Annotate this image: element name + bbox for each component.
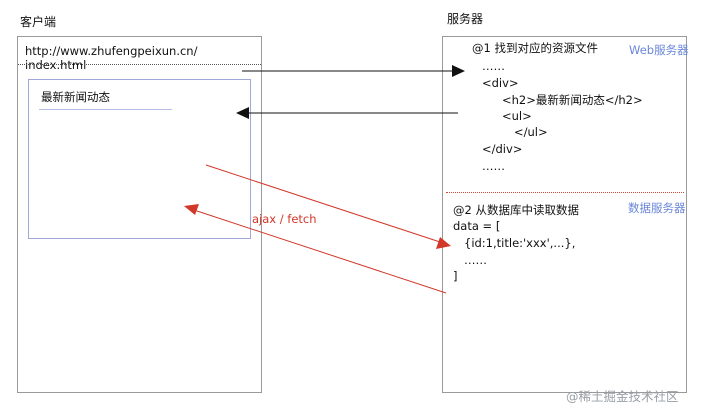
- web-server-label: Web服务器: [629, 43, 689, 57]
- url-text: http://www.zhufengpeixun.cn/ index.html: [25, 44, 198, 72]
- ajax-fetch-label: ajax / fetch: [252, 212, 317, 226]
- web-line-5: <ul>: [502, 109, 532, 123]
- url-separator: [18, 64, 261, 65]
- response-arrow: [236, 107, 458, 119]
- ajax-response-arrow: [184, 204, 447, 294]
- watermark: @稀土掘金技术社区: [566, 389, 679, 404]
- server-title: 服务器: [447, 12, 484, 26]
- web-line-8: ……: [482, 159, 505, 173]
- client-title: 客户端: [20, 15, 57, 29]
- url-bar[interactable]: http://www.zhufengpeixun.cn/ index.html: [18, 37, 261, 72]
- server-section-divider: [446, 192, 684, 193]
- news-heading-underline: [39, 109, 172, 110]
- db-line-2: data = [: [453, 219, 501, 233]
- server-box: [442, 36, 687, 393]
- data-server-label: 数据服务器: [628, 201, 686, 215]
- db-line-5: ]: [453, 269, 458, 283]
- db-line-3: {id:1,title:'xxx',...},: [464, 236, 576, 250]
- web-line-1: @1 找到对应的资源文件: [472, 41, 598, 55]
- request-arrow: [242, 65, 465, 77]
- web-line-2: ……: [482, 59, 505, 73]
- web-line-6: </ul>: [514, 125, 548, 139]
- ajax-request-arrow: [205, 164, 451, 249]
- db-line-4: ……: [464, 253, 487, 267]
- web-line-4: <h2>最新新闻动态</h2>: [502, 93, 643, 107]
- web-line-3: <div>: [482, 76, 519, 90]
- news-heading: 最新新闻动态: [41, 90, 110, 104]
- client-box: http://www.zhufengpeixun.cn/ index.html …: [17, 36, 262, 393]
- db-line-1: @2 从数据库中读取数据: [453, 203, 579, 217]
- web-line-7: </div>: [482, 142, 523, 156]
- news-page-area: 最新新闻动态: [28, 79, 251, 239]
